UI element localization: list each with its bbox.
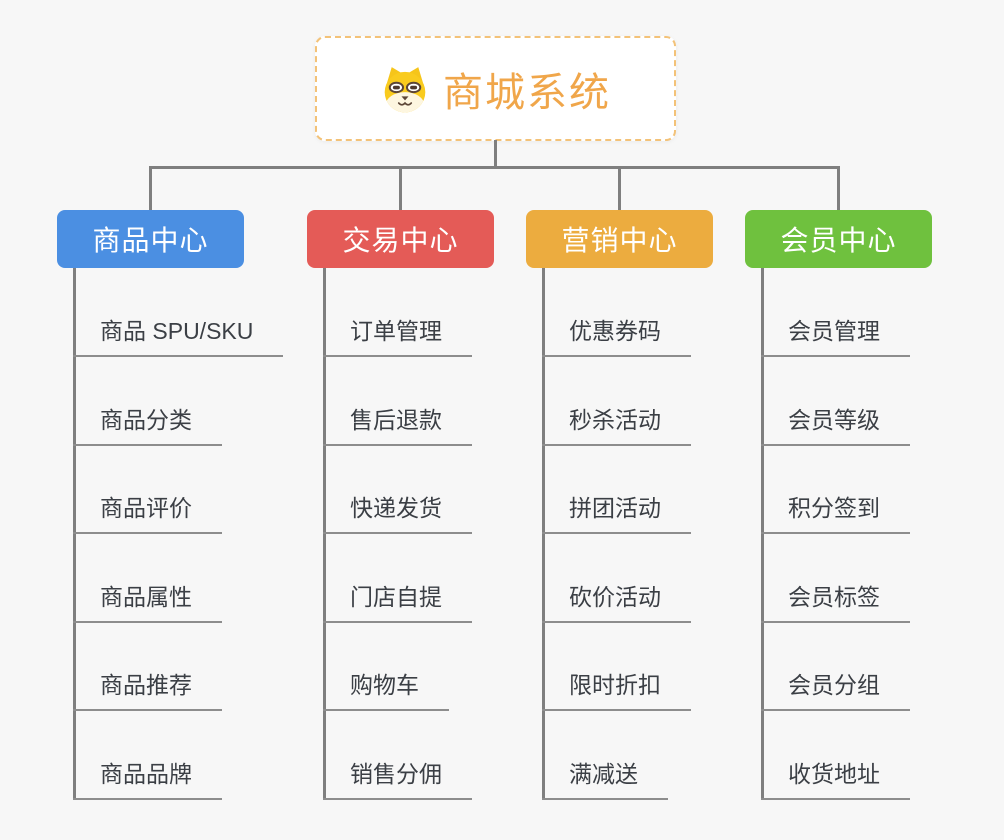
leaf-node[interactable]: 拼团活动 — [542, 494, 691, 534]
leaf-node[interactable]: 会员标签 — [761, 583, 910, 623]
branch-label: 商品中心 — [92, 225, 209, 256]
leaf-node[interactable]: 商品推荐 — [73, 671, 222, 711]
connector-branch-drop — [149, 166, 152, 210]
leaf-node[interactable]: 商品 SPU/SKU — [73, 317, 284, 357]
leaf-node[interactable]: 商品分类 — [73, 406, 222, 446]
connector-branch-drop — [399, 166, 402, 210]
root-node-mall-system[interactable]: 商城系统 — [315, 36, 676, 141]
branch-node-3[interactable]: 营销中心 — [526, 210, 713, 268]
leaf-node[interactable]: 门店自提 — [323, 583, 472, 623]
shiba-dog-face-icon — [380, 64, 430, 114]
leaf-node[interactable]: 会员管理 — [761, 317, 910, 357]
branch-label: 会员中心 — [780, 225, 897, 256]
leaf-node[interactable]: 订单管理 — [323, 317, 472, 357]
leaf-node[interactable]: 购物车 — [323, 671, 449, 711]
connector-branch-drop — [837, 166, 840, 210]
leaf-node[interactable]: 商品品牌 — [73, 760, 222, 800]
leaf-node[interactable]: 满减送 — [542, 760, 668, 800]
connector-horizontal-bar — [149, 166, 840, 169]
leaf-node[interactable]: 会员等级 — [761, 406, 910, 446]
connector-root-stem — [494, 140, 497, 169]
branch-label: 交易中心 — [342, 225, 459, 256]
leaf-node[interactable]: 商品评价 — [73, 494, 222, 534]
leaf-node[interactable]: 售后退款 — [323, 406, 472, 446]
branch-node-1[interactable]: 商品中心 — [57, 210, 244, 268]
leaf-node[interactable]: 商品属性 — [73, 583, 222, 623]
leaf-node[interactable]: 收货地址 — [761, 760, 910, 800]
branch-label: 营销中心 — [561, 225, 678, 256]
root-title: 商城系统 — [443, 70, 611, 115]
leaf-node[interactable]: 限时折扣 — [542, 671, 691, 711]
leaf-node[interactable]: 积分签到 — [761, 494, 910, 534]
leaf-node[interactable]: 秒杀活动 — [542, 406, 691, 446]
connector-branch-drop — [618, 166, 621, 210]
leaf-node[interactable]: 优惠券码 — [542, 317, 691, 357]
branch-node-4[interactable]: 会员中心 — [745, 210, 932, 268]
leaf-node[interactable]: 砍价活动 — [542, 583, 691, 623]
leaf-node[interactable]: 快递发货 — [323, 494, 472, 534]
branch-node-2[interactable]: 交易中心 — [307, 210, 494, 268]
leaf-node[interactable]: 销售分佣 — [323, 760, 472, 800]
leaf-node[interactable]: 会员分组 — [761, 671, 910, 711]
